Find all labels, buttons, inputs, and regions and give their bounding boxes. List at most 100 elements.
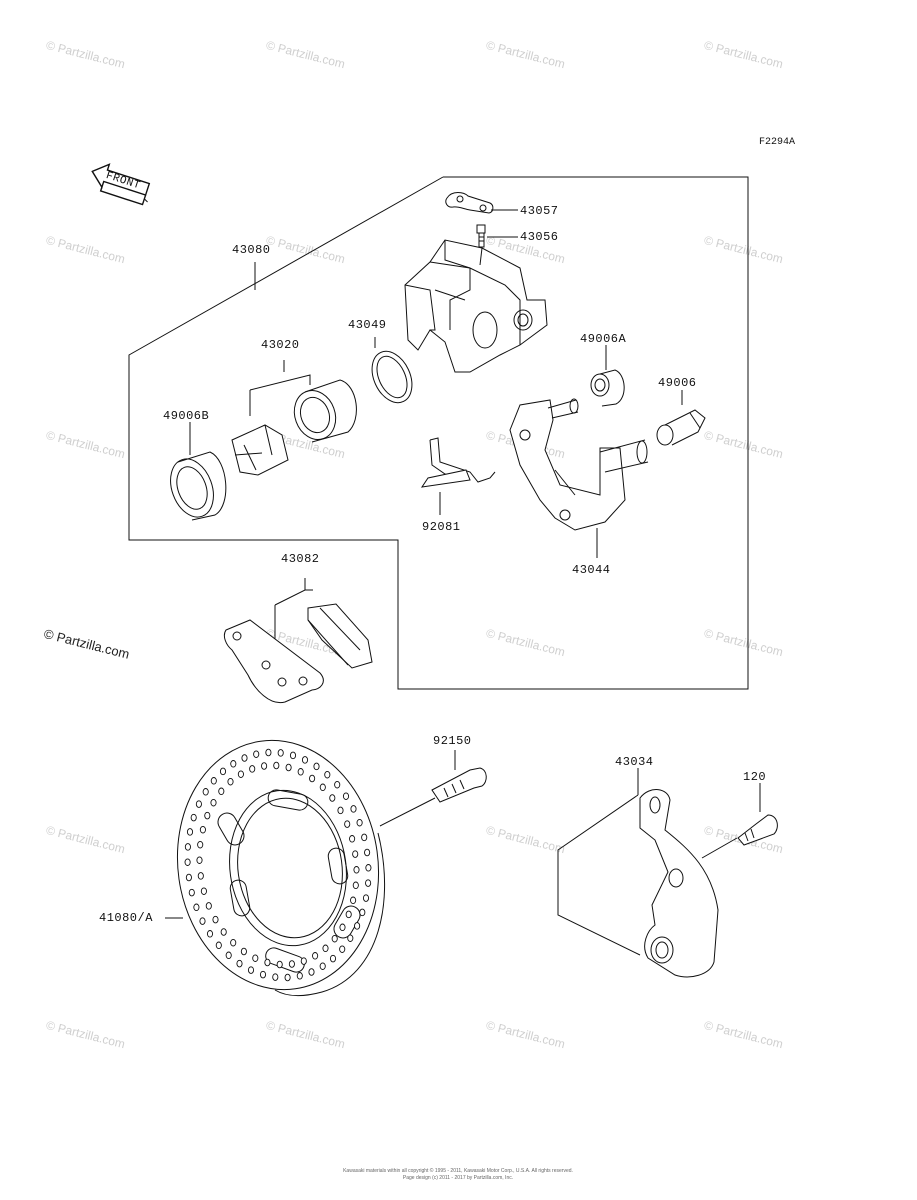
part-43034-drawing: [557, 768, 738, 978]
disc-hole: [237, 770, 244, 778]
disc-hole: [354, 922, 361, 930]
part-label-41080A[interactable]: 41080/A: [99, 911, 153, 925]
part-49006A-drawing: [590, 345, 625, 407]
part-label-43082[interactable]: 43082: [281, 552, 320, 566]
assembly-outline: [128, 176, 749, 690]
disc-hole: [285, 763, 292, 772]
disc-hole: [249, 765, 256, 773]
disc-hole: [347, 934, 354, 942]
disc-hole: [259, 970, 267, 979]
part-49006-drawing: [656, 390, 706, 446]
disc-hole: [272, 973, 279, 981]
disc-hole: [277, 749, 284, 757]
footer-copyright: Kawasaki materials within all copyright …: [308, 1168, 608, 1182]
disc-hole: [349, 835, 356, 843]
disc-hole: [185, 873, 192, 882]
disc-hole: [324, 770, 331, 779]
disc-hole: [225, 951, 232, 960]
disc-hole: [361, 833, 368, 842]
footer-line-2: Page design (c) 2011 - 2017 by Partzilla…: [402, 1175, 514, 1181]
disc-hole: [350, 805, 357, 813]
disc-hole: [300, 957, 307, 965]
disc-hole: [331, 934, 338, 943]
disc-hole: [186, 828, 194, 836]
part-49006B-drawing: [170, 422, 227, 521]
part-label-49006A[interactable]: 49006A: [580, 332, 627, 346]
disc-hole: [276, 960, 283, 969]
disc-hole: [329, 954, 337, 963]
disc-hole: [365, 879, 372, 887]
disc-hole: [199, 917, 206, 925]
disc-hole: [227, 777, 234, 786]
part-label-43080[interactable]: 43080: [232, 243, 271, 257]
disc-hole: [210, 798, 217, 807]
part-41080A-drawing: [165, 739, 386, 997]
disc-hole: [273, 761, 280, 770]
disc-hole: [352, 881, 359, 890]
disc-hole: [184, 858, 191, 866]
part-label-43044[interactable]: 43044: [572, 563, 611, 577]
disc-hole: [188, 888, 195, 897]
disc-hole: [230, 760, 237, 768]
part-92081-drawing: [420, 437, 496, 515]
part-label-43034[interactable]: 43034: [615, 755, 654, 769]
part-label-43049[interactable]: 43049: [348, 318, 387, 332]
disc-hole: [344, 820, 351, 828]
disc-hole: [252, 954, 259, 962]
disc-hole: [359, 908, 366, 917]
part-43049-drawing: [371, 337, 413, 404]
disc-hole: [362, 894, 370, 902]
disc-hole: [337, 806, 344, 815]
disc-hole: [353, 866, 360, 874]
disc-hole: [205, 902, 212, 910]
part-label-49006B[interactable]: 49006B: [163, 409, 210, 423]
disc-hole: [319, 962, 326, 970]
part-label-43057[interactable]: 43057: [520, 204, 559, 218]
disc-hole: [184, 843, 191, 851]
part-43044-drawing: [509, 398, 649, 558]
part-43056-drawing: [476, 224, 518, 248]
disc-hole: [265, 748, 272, 757]
disc-hole: [319, 783, 326, 792]
disc-hole: [339, 923, 346, 932]
disc-hole: [247, 966, 255, 974]
part-43020-drawing: [231, 360, 357, 476]
disc-hole: [284, 973, 291, 982]
disc-hole: [199, 825, 206, 834]
disc-hole: [261, 762, 268, 770]
disc-hole: [301, 756, 309, 764]
disc-hole: [196, 856, 203, 864]
disc-hole: [364, 848, 371, 857]
disc-hole: [190, 813, 197, 822]
disc-hole: [334, 780, 341, 789]
disc-hole: [215, 941, 222, 950]
part-92150-drawing: [379, 750, 487, 827]
disc-hole: [219, 767, 227, 776]
disc-hole: [297, 768, 304, 776]
part-label-49006[interactable]: 49006: [658, 376, 697, 390]
disc-hole: [204, 811, 211, 820]
disc-hole: [289, 751, 297, 760]
part-label-92150[interactable]: 92150: [433, 734, 472, 748]
disc-hole: [212, 915, 219, 924]
part-label-43056[interactable]: 43056: [520, 230, 559, 244]
part-label-43020[interactable]: 43020: [261, 338, 300, 352]
disc-hole: [253, 750, 260, 758]
part-43082-drawing: [223, 578, 373, 704]
disc-hole: [197, 872, 204, 880]
disc-hole: [220, 928, 227, 936]
footer-line-1: Kawasaki materials within all copyright …: [343, 1168, 573, 1174]
disc-hole: [193, 903, 200, 912]
disc-hole: [339, 945, 346, 953]
figure-code: F2294A: [759, 137, 796, 148]
part-label-120[interactable]: 120: [743, 770, 767, 784]
disc-hole: [356, 818, 363, 827]
disc-hole: [236, 959, 243, 968]
disc-hole: [230, 938, 237, 947]
part-label-92081[interactable]: 92081: [422, 520, 461, 534]
part-43080-caliper-drawing: [404, 239, 548, 373]
disc-hole: [264, 958, 271, 967]
disc-hole: [240, 947, 247, 956]
disc-hole: [206, 930, 214, 938]
